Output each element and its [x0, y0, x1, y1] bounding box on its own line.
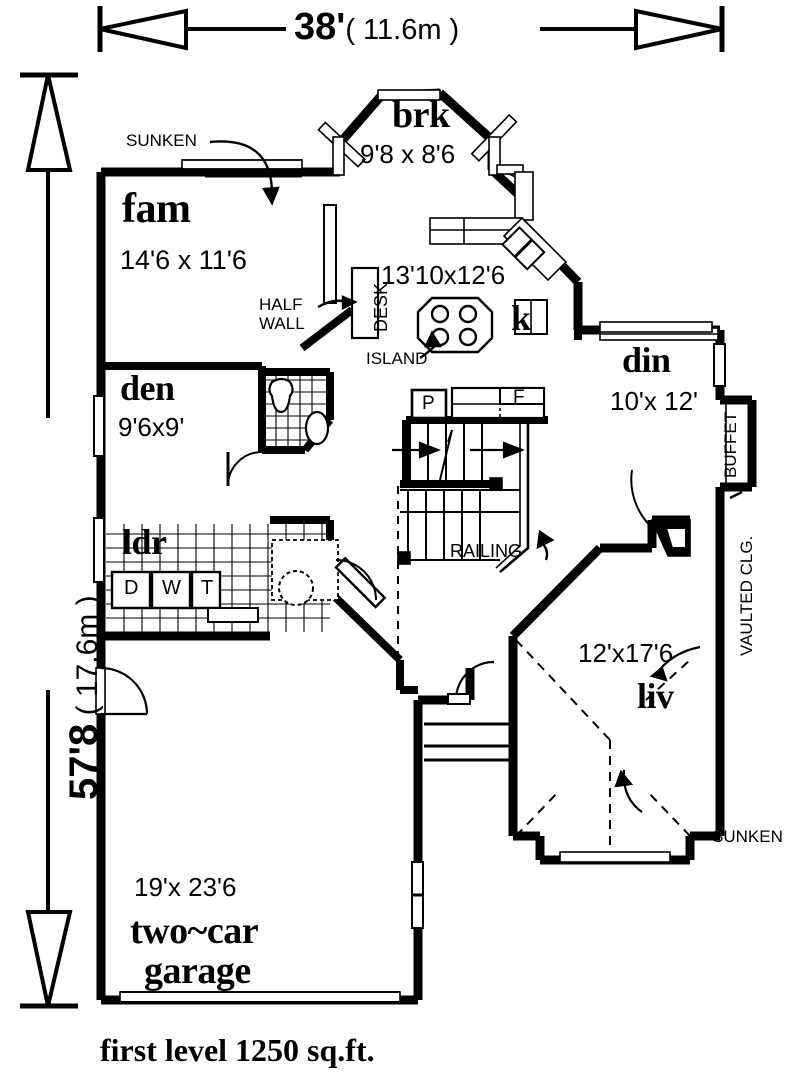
annotation-vaulted-ceiling: VAULTED CLG. — [737, 535, 756, 656]
appliance-dryer: D — [124, 577, 139, 599]
annotation-island: ISLAND — [366, 349, 428, 368]
appliance-tub: T — [201, 577, 214, 599]
room-dim-den: 9'6x9' — [118, 412, 185, 442]
room-dim-breakfast: 9'8 x 8'6 — [360, 139, 456, 169]
annotation-desk: DESK — [371, 282, 391, 332]
room-label-garage-line1: two~car — [130, 910, 259, 952]
annotation-half-wall: HALF WALL — [259, 295, 305, 333]
dimension-left — [20, 72, 78, 1009]
thin-details — [93, 89, 727, 1003]
room-label-family: fam — [122, 186, 191, 232]
room-dim-kitchen: 13'10x12'6 — [381, 260, 506, 290]
room-dim-dining: 10'x 12' — [610, 386, 698, 416]
dimension-left-feet: 57'8 — [62, 723, 106, 800]
dimension-top — [97, 6, 725, 52]
annotation-half-wall-line1: HALF — [259, 295, 303, 314]
plan-caption: first level 1250 sq.ft. — [100, 1032, 375, 1068]
annotation-railing: RAILING — [450, 541, 523, 561]
room-label-den: den — [120, 368, 175, 408]
appliance-washer: W — [162, 577, 181, 599]
dimension-top-text: 38'( 11.6m ) — [294, 8, 459, 46]
annotation-half-wall-line2: WALL — [259, 314, 305, 334]
room-label-laundry: ldr — [122, 522, 167, 562]
annotation-sunken-family: SUNKEN — [126, 131, 197, 150]
appliance-fridge: F — [513, 387, 525, 408]
dimension-left-metric: ( 17.6m ) — [71, 595, 104, 716]
dimension-top-metric: ( 11.6m ) — [345, 14, 460, 46]
room-dim-garage: 19'x 23'6 — [134, 872, 237, 902]
callout-leaders — [209, 140, 743, 840]
dimension-top-feet: 38' — [294, 6, 346, 48]
annotation-sunken-living: SUNKEN — [712, 827, 783, 846]
room-dim-living: 12'x17'6 — [578, 638, 674, 668]
room-dim-family: 14'6 x 11'6 — [120, 245, 247, 275]
room-label-living: liv — [637, 676, 674, 716]
annotation-buffet: BUFFET — [721, 411, 740, 478]
room-label-breakfast: brk — [392, 94, 450, 136]
room-label-kitchen: k — [511, 298, 531, 338]
exterior-walls-upper-right — [335, 88, 757, 865]
appliance-pantry: P — [422, 393, 435, 414]
dimension-left-text: 57'8 ( 17.6m ) — [62, 595, 106, 800]
room-label-garage-line2: garage — [144, 950, 251, 992]
room-label-dining: din — [622, 340, 671, 380]
